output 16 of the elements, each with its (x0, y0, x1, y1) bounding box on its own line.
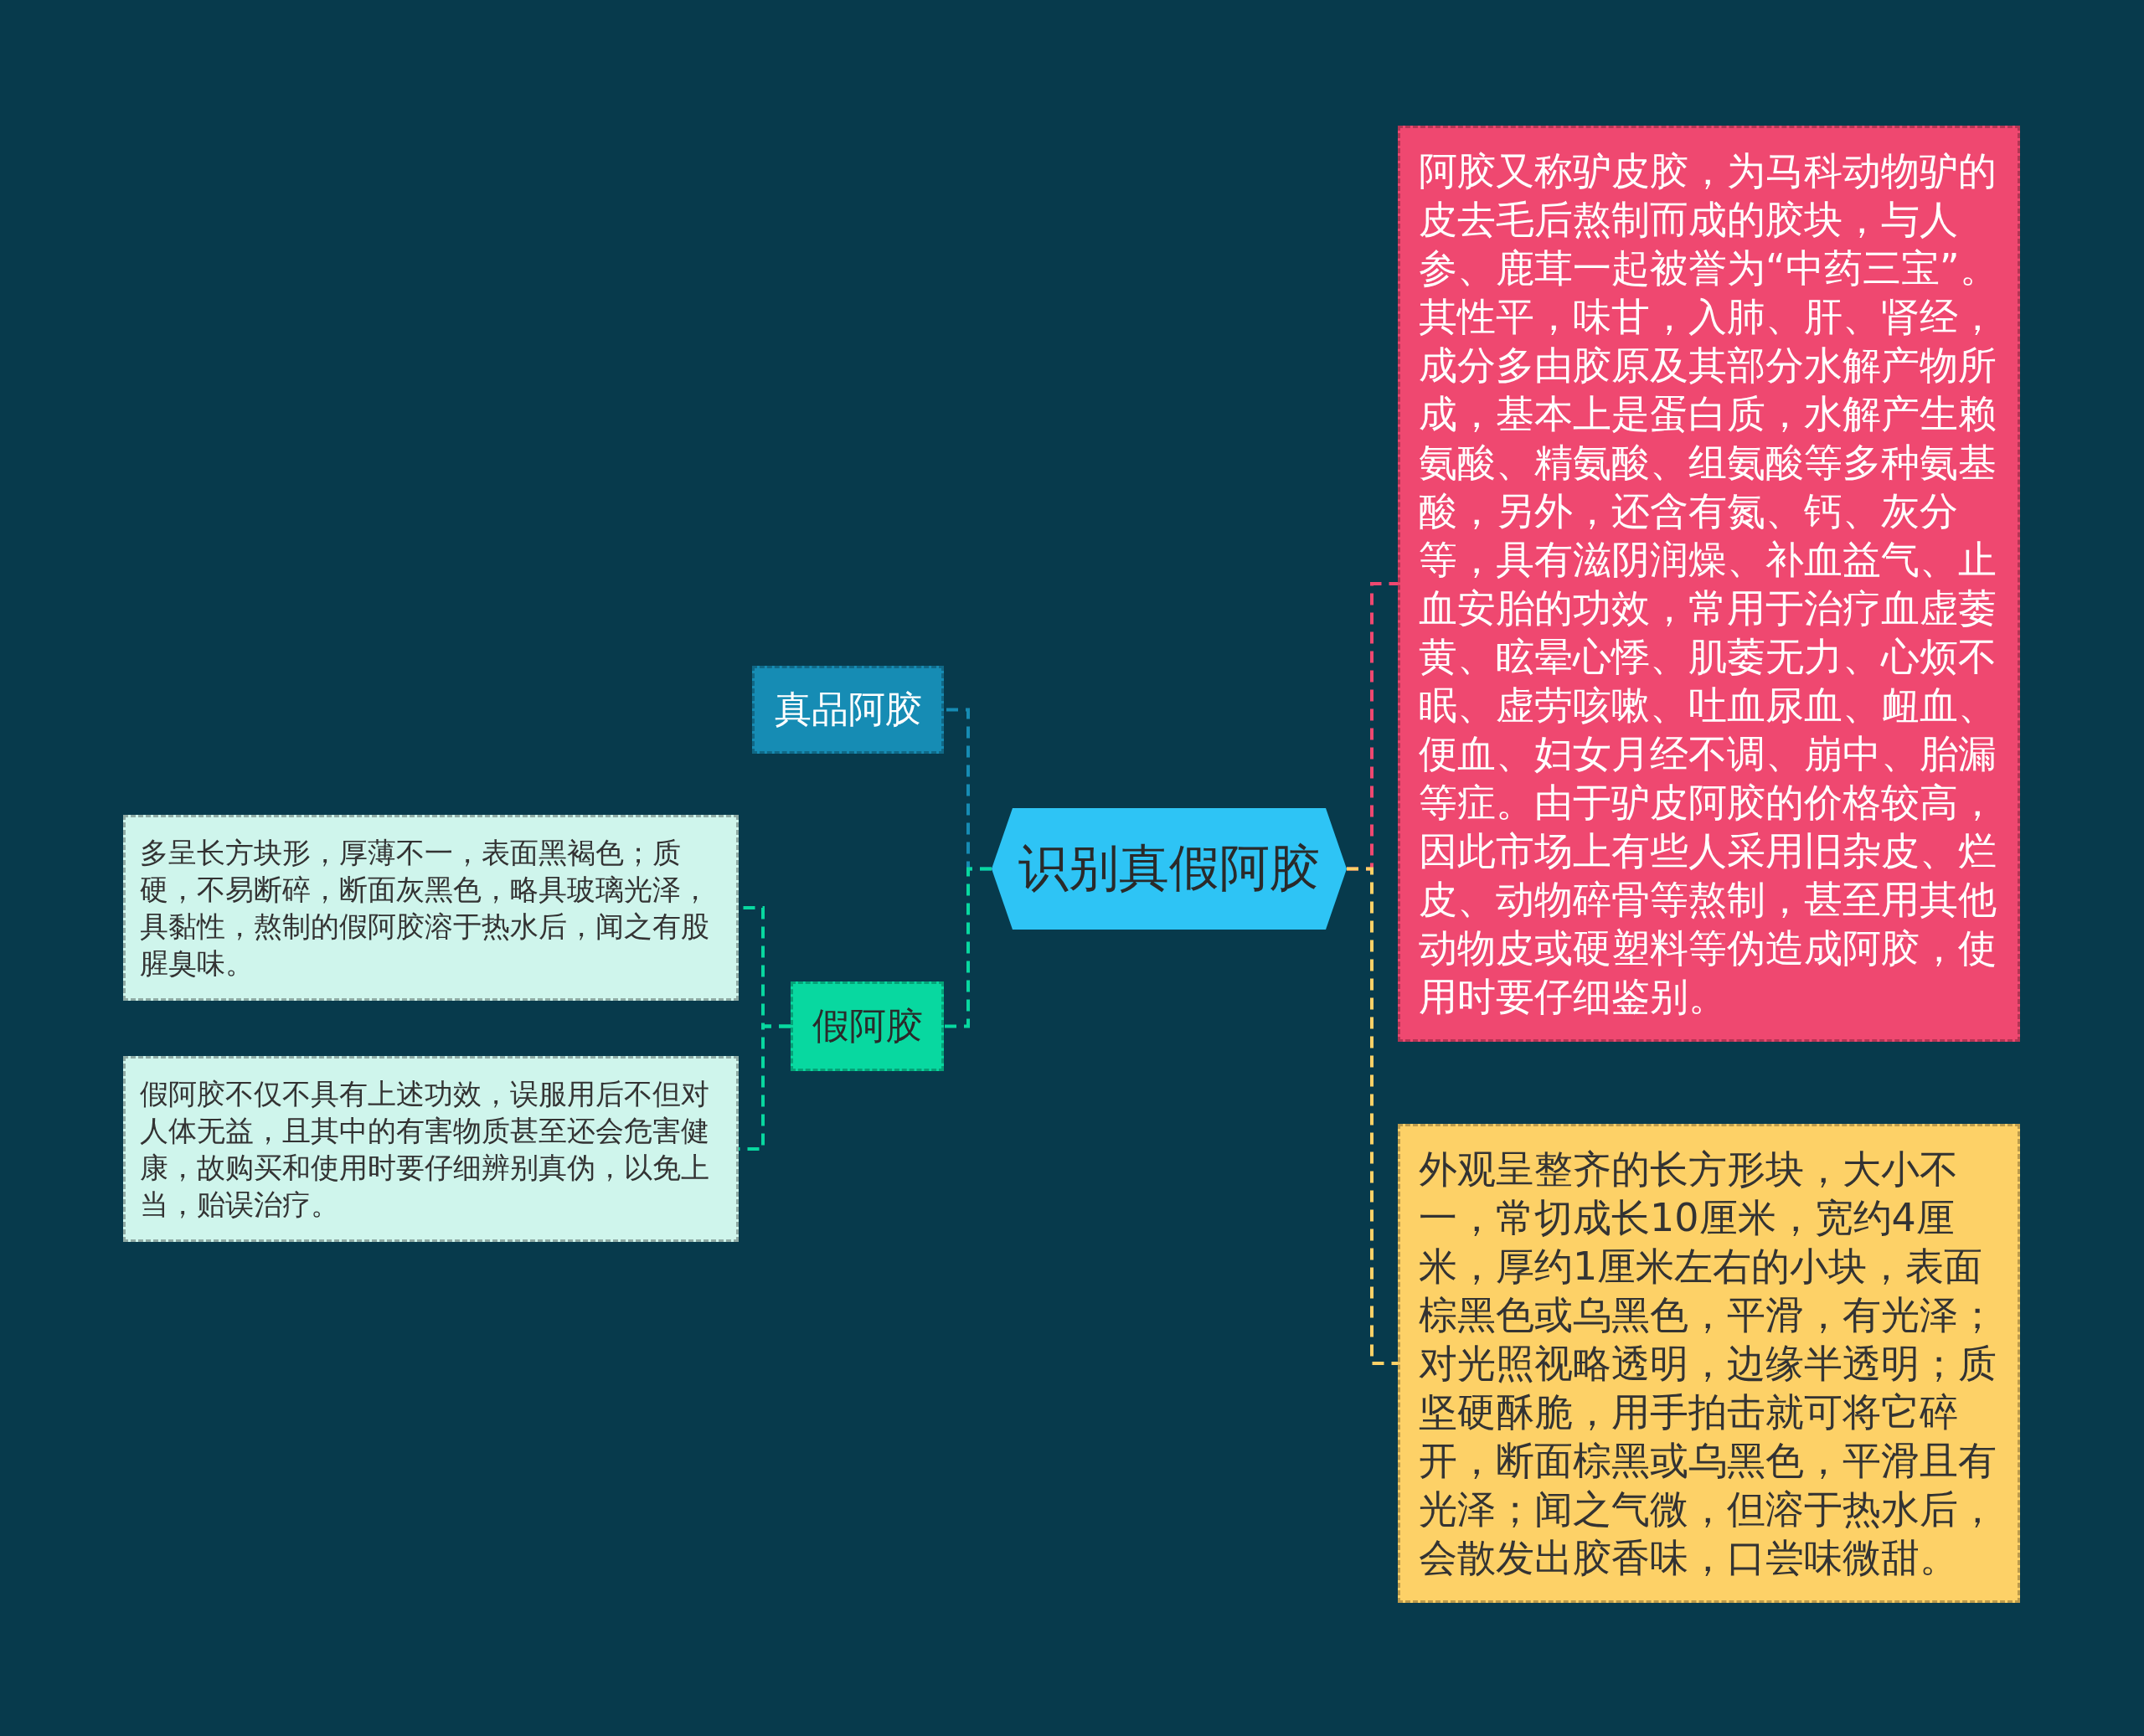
branch-label: 假阿胶 (812, 1003, 923, 1048)
note-text: 假阿胶不仅不具有上述功效，误服用后不但对人体无益，且其中的有害物质甚至还会危害健康，故购买和使用时要仔细辨别真伪，以免上当，贻误治疗。 (140, 1076, 710, 1223)
branch-box (791, 981, 944, 1071)
note-card (123, 1056, 739, 1242)
topic-title: 识别真假阿胶 (1018, 837, 1320, 899)
note-text: 多呈长方块形，厚薄不一，表面黑褐色；质硬，不易断碎，断面灰黑色，略具玻璃光泽，具黏性，熬制的假阿胶溶于热水后，闻之有股腥臭味。 (140, 835, 710, 981)
connector-line (1347, 867, 1398, 1365)
branch-label: 真品阿胶 (774, 687, 922, 732)
topic-hexagon (992, 808, 1347, 930)
note-card (123, 815, 739, 1001)
connector-line (739, 1024, 791, 1151)
note-text: 外观呈整齐的长方形块，大小不一，常切成长10厘米，宽约4厘米，厚约1厘米左右的小块，表面棕黑色或乌黑色，平滑，有光泽；对光照视略透明，边缘半透明；质坚硬酥脆，用手拍击就可将它碎开，断面棕黑或乌黑色，平滑且有光泽；闻之气微，但溶于热水后，会散发出胶香味，口尝味微甜。 (1419, 1146, 1997, 1582)
note-text: 阿胶又称驴皮胶，为马科动物驴的皮去毛后熬制而成的胶块，与人参、鹿茸一起被誉为“中药三宝”。其性平，味甘，入肺、肝、肾经，成分多由胶原及其部分水解产物所成，基本上是蛋白质，水解产生赖氨酸、精氨酸、组氨酸等多种氨基酸，另外，还含有氮、钙、灰分等，具有滋阴润燥、补血益气、止血安胎的功效，常用于治疗血虚萎黄、眩晕心悸、肌萎无力、心烦不眠、虚劳咳嗽、吐血尿血、衄血、便血、妇女月经不调、崩中、胎漏等症。由于驴皮阿胶的价格较高，因此市场上有些人采用旧杂皮、烂皮、动物碎骨等熬制，甚至用其他动物皮或硬塑料等伪造成阿胶，使用时要仔细鉴别。 (1419, 147, 1999, 1021)
note-card (1398, 1124, 2020, 1603)
connector-line (944, 867, 992, 1028)
branch-box (752, 666, 944, 754)
